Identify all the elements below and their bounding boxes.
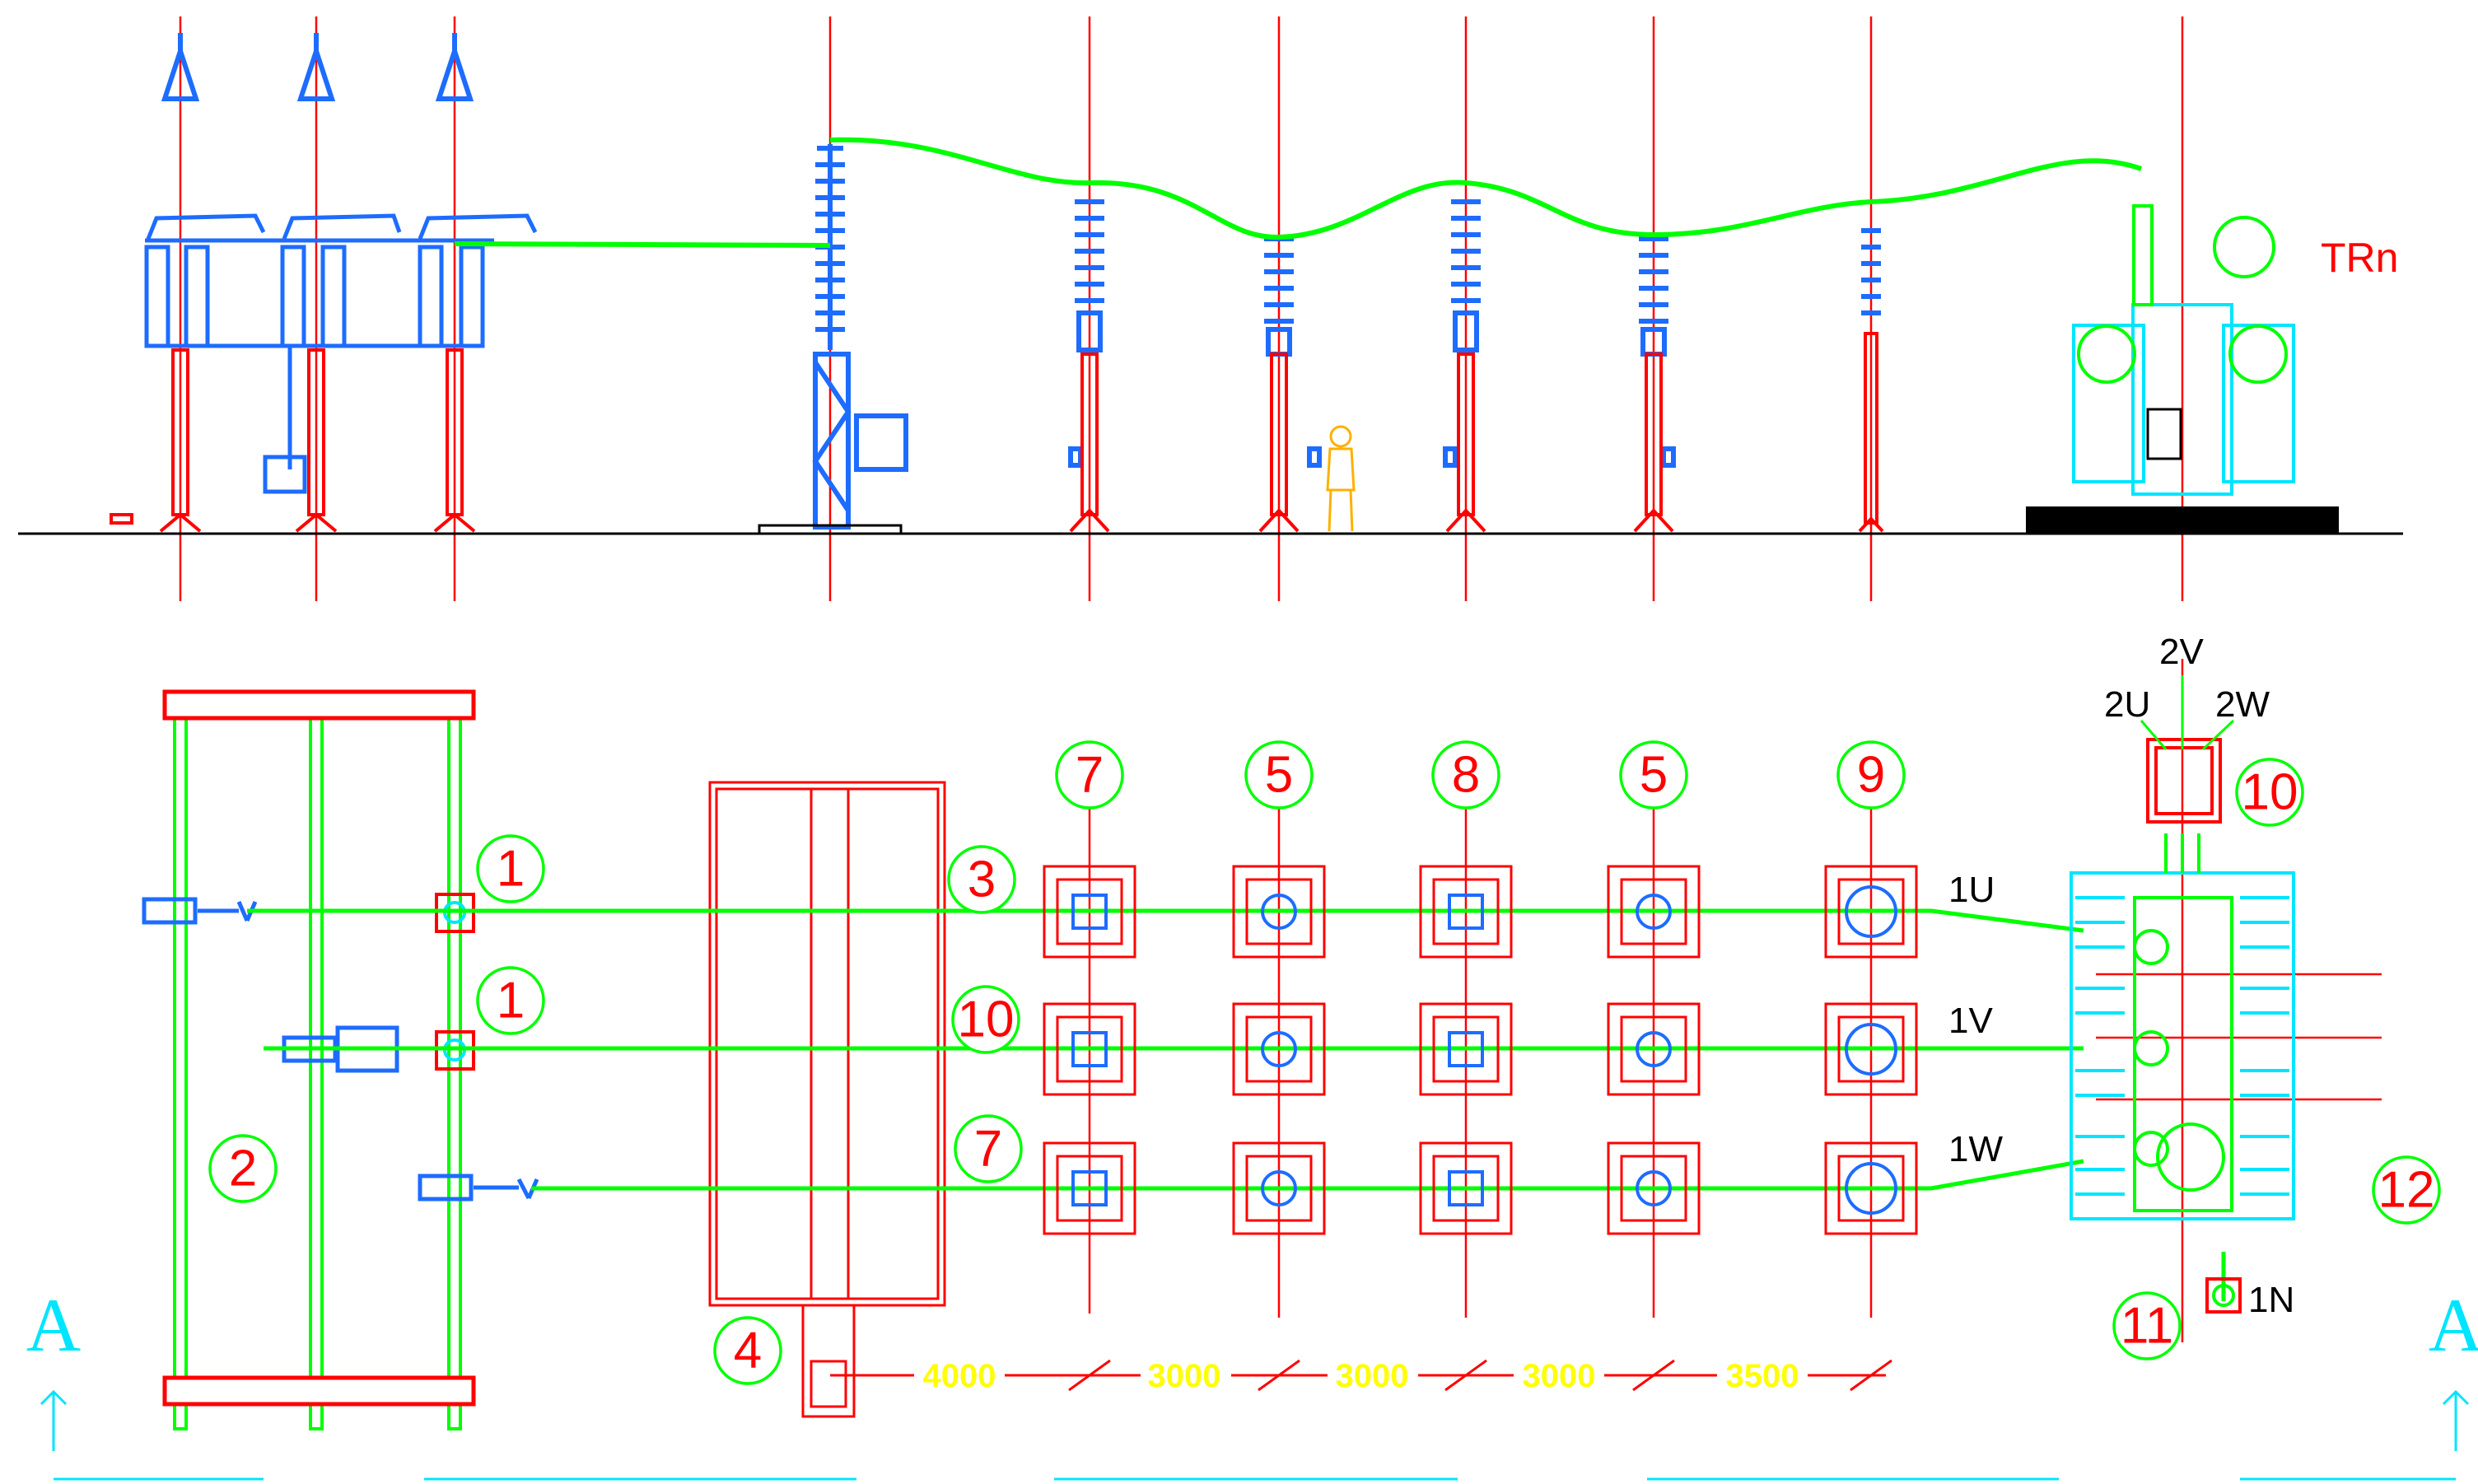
callout-number: 7 (1076, 747, 1104, 804)
callout-number: 12 (2378, 1162, 2435, 1219)
callout-number: 8 (1452, 747, 1480, 804)
overhead-conductor (454, 137, 2142, 248)
disconnector-plan-frame (142, 689, 539, 1430)
callout-number: 7 (974, 1121, 1002, 1178)
phase-label: 1N (2248, 1280, 2294, 1320)
phase-label: 1U (1948, 870, 1995, 910)
callout-number: 10 (958, 992, 1015, 1048)
person-scale-figure (1326, 425, 1356, 532)
callout-circle (476, 834, 545, 903)
callout-circle (2112, 1291, 2182, 1360)
callout-circle (2235, 758, 2304, 827)
callout-circle (947, 845, 1016, 914)
callout-circle (208, 1134, 278, 1203)
dimension-value: 3500 (1726, 1358, 1799, 1394)
phase-labels: 1U 1V 1W 1N (1948, 870, 2294, 1320)
callout-circle (1836, 740, 1906, 810)
phase-label: 1W (1948, 1129, 2003, 1169)
cvt-foundation-plan (708, 781, 946, 1418)
callout-number: 1 (497, 973, 525, 1029)
dimension-chain: 4000 3000 3000 3000 3500 (830, 1355, 1892, 1394)
callout-circle (1244, 740, 1314, 810)
suspension-insulators (161, 33, 474, 101)
callout-circle (713, 1316, 782, 1385)
section-mark-left: A (26, 1283, 81, 1367)
callout-circle (476, 966, 545, 1035)
callout-number: 5 (1640, 747, 1668, 804)
equipment-foundations (1043, 865, 1918, 1235)
disconnector-switch-elevation (110, 213, 538, 533)
elevation-axis-lines (179, 16, 2184, 601)
section-marks: A A (26, 1283, 2478, 1481)
power-transformer-elevation: TRn (2026, 204, 2398, 534)
dimension-value: 3000 (1148, 1358, 1221, 1394)
section-mark-right: A (2429, 1283, 2478, 1367)
callout-number: 5 (1265, 747, 1293, 804)
callout-circle (951, 985, 1020, 1054)
callout-circle (1055, 740, 1124, 810)
callout-circle (2372, 1155, 2441, 1225)
callout-number: 1 (497, 841, 525, 898)
elevation-view: TRn (18, 16, 2403, 601)
callout-circle (1619, 740, 1688, 810)
power-transformer-plan (2070, 675, 2295, 1314)
callout-number: 10 (2242, 764, 2298, 821)
dimension-value: 3000 (1523, 1358, 1596, 1394)
hv-terminal-label: 2U (2104, 684, 2150, 725)
dimension-value: 3000 (1336, 1358, 1409, 1394)
dimension-value: 4000 (923, 1358, 996, 1394)
phase-conductors-plan (247, 908, 2226, 1301)
callout-number: 3 (968, 852, 996, 908)
callout-number: 4 (734, 1323, 762, 1379)
hv-terminal-label: 2W (2215, 684, 2270, 725)
instrument-transformer-columns (1068, 199, 1884, 533)
callout-number: 9 (1857, 747, 1885, 804)
phase-label: 1V (1948, 1001, 1993, 1041)
callout-circle (1431, 740, 1500, 810)
hv-terminal-label: 2V (2159, 632, 2204, 672)
hv-terminal-labels: 2U 2V 2W (2104, 632, 2270, 725)
callout-number: 11 (2121, 1298, 2173, 1355)
capacitor-voltage-transformer-elevation (758, 144, 908, 535)
callout-markers: 1 1 2 3 10 7 4 7 5 8 5 9 10 11 12 (208, 740, 2441, 1385)
transformer-label: TRn (2321, 235, 2398, 281)
callout-circle (954, 1114, 1023, 1183)
plan-view: 1 1 2 3 10 7 4 7 5 8 5 9 10 11 12 1U 1V … (26, 632, 2478, 1481)
callout-number: 2 (229, 1141, 257, 1197)
